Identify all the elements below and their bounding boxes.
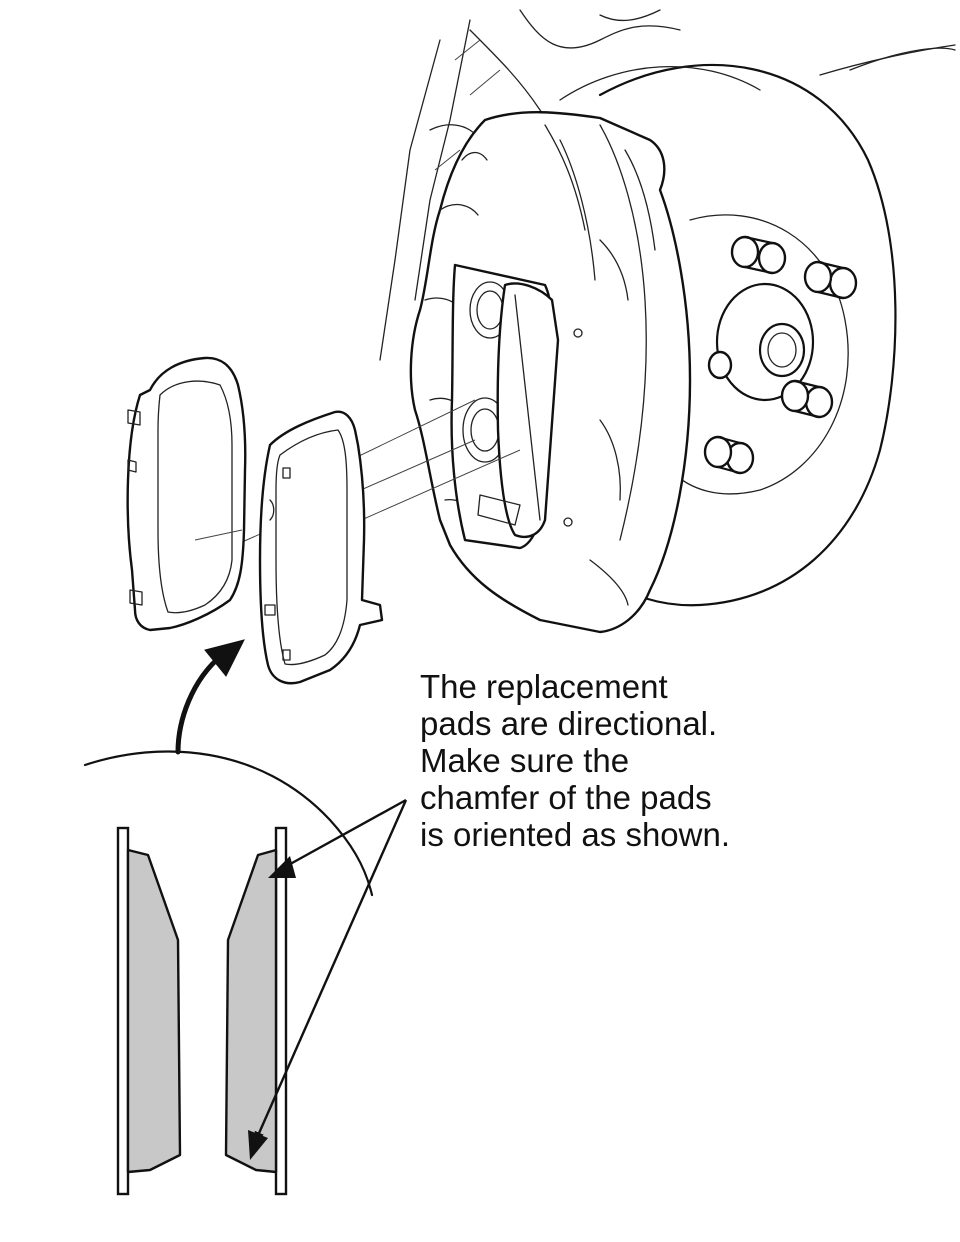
pointer-arrow-icon xyxy=(268,798,407,878)
wheel-stud xyxy=(707,350,733,380)
detail-view-circle xyxy=(83,750,374,897)
wheel-stud xyxy=(780,379,834,419)
inner-brake-pad xyxy=(258,410,384,685)
note-line: chamfer of the pads xyxy=(420,779,712,816)
curved-arrow-icon xyxy=(175,639,245,755)
brake-rotor xyxy=(559,44,956,607)
caliper-pad-window xyxy=(450,263,560,550)
instruction-note: The replacement pads are directional. Ma… xyxy=(420,668,820,853)
wheel-stud xyxy=(703,435,755,475)
note-line: Make sure the xyxy=(420,742,630,779)
note-line: The replacement xyxy=(420,668,668,705)
pad-section-left xyxy=(116,826,182,1196)
outer-brake-pad xyxy=(126,356,247,632)
wheel-stud xyxy=(803,260,858,300)
pad-section-right xyxy=(224,826,288,1196)
wheel-hub xyxy=(669,214,849,495)
wheel-stud xyxy=(730,235,787,275)
pointer-arrow-icon xyxy=(248,799,408,1160)
note-line: is oriented as shown. xyxy=(420,816,731,853)
note-line: pads are directional. xyxy=(420,705,718,742)
